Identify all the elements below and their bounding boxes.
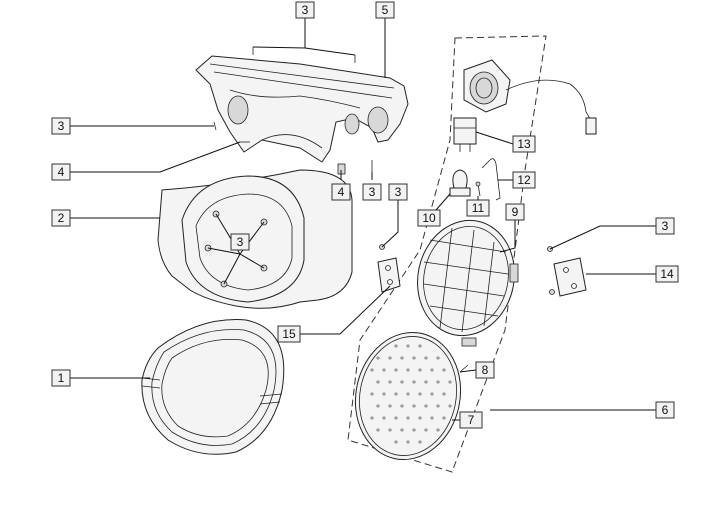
svg-text:11: 11 [472,201,485,215]
svg-text:2: 2 [58,211,65,225]
headlight-housing-part [157,169,353,309]
callout-3-right: 3 [655,217,675,235]
svg-text:3: 3 [395,185,402,199]
callout-5: 5 [375,1,395,19]
callout-3-center: 3 [362,183,382,201]
svg-text:3: 3 [369,185,376,199]
svg-text:3: 3 [302,3,309,17]
leader-lines [70,18,656,421]
svg-text:8: 8 [482,363,489,377]
callout-8: 8 [475,361,495,379]
bracket-14-part [553,257,587,297]
svg-text:12: 12 [517,173,531,187]
callout-11: 11 [466,199,490,217]
callout-2: 2 [51,209,71,227]
svg-text:4: 4 [58,165,65,179]
handle-cover-part [195,55,409,163]
svg-text:1: 1 [58,371,65,385]
bulb-socket-part [453,59,597,152]
callout-14: 14 [655,265,679,283]
headlight-assembly-boundary [347,35,547,473]
svg-text:3: 3 [237,235,244,249]
callout-3-bracket: 3 [388,183,408,201]
callout-1: 1 [51,369,71,387]
svg-text:13: 13 [517,137,531,151]
callout-13: 13 [512,135,536,153]
callout-3-top: 3 [295,1,315,19]
callout-3-left-upper: 3 [51,117,71,135]
svg-text:14: 14 [660,267,674,281]
callout-10: 10 [417,209,441,227]
headlight-bulb-part [449,169,471,197]
callout-6: 6 [655,401,675,419]
svg-text:3: 3 [662,219,669,233]
bezel-ring-part [141,319,285,455]
callout-3-housing: 3 [230,233,250,251]
callout-4-left: 4 [51,163,71,181]
svg-text:7: 7 [468,413,475,427]
svg-text:10: 10 [422,211,436,225]
reflector-part [417,219,519,347]
svg-text:6: 6 [662,403,669,417]
small-bulb-part [475,181,481,197]
callout-15: 15 [277,325,301,343]
svg-text:15: 15 [282,327,296,341]
callout-labels: 3 5 3 4 2 3 4 3 [51,1,679,429]
spring-clip-part [481,158,501,201]
bracket-15-part [377,257,401,293]
svg-text:3: 3 [58,119,65,133]
callout-9: 9 [505,203,525,221]
headlight-lens-part [354,331,462,461]
svg-text:9: 9 [512,205,519,219]
callout-12: 12 [512,171,536,189]
callout-4-center: 4 [331,183,351,201]
svg-text:4: 4 [338,185,345,199]
callout-7: 7 [459,411,483,429]
svg-text:5: 5 [382,3,389,17]
